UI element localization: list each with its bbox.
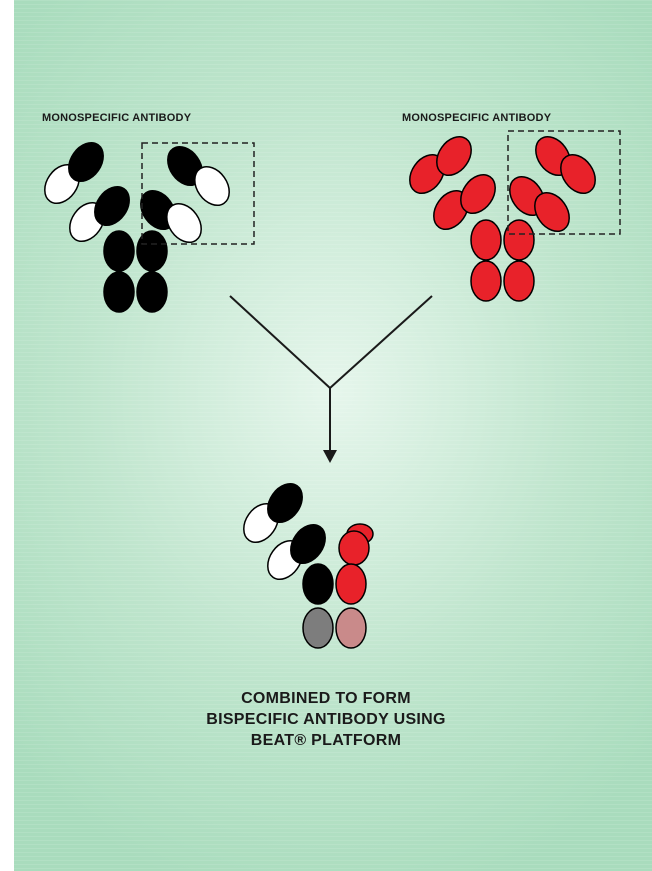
bispecific-fc-grey [303,608,333,648]
bispecific-fc-pink [336,608,366,648]
caption-line-2: BISPECIFIC ANTIBODY USING [0,709,652,730]
left-antibody [38,136,237,312]
left-antibody-hinge-1 [104,231,134,271]
bispecific-red-domain-2 [339,531,369,565]
bispecific-antibody [237,477,373,648]
bispecific-red-hinge [336,564,366,604]
right-antibody-fc-2 [504,261,534,301]
left-antibody-fc-2 [137,272,167,312]
caption-line-3: BEAT® PLATFORM [0,730,652,751]
bispecific-caption: COMBINED TO FORM BISPECIFIC ANTIBODY USI… [0,688,652,751]
right-antibody [403,130,603,301]
merge-arrow [230,296,432,452]
caption-line-1: COMBINED TO FORM [0,688,652,709]
arrow-head-icon [323,450,337,463]
bispecific-heavy-hinge [303,564,333,604]
right-antibody-fc-1 [471,261,501,301]
right-antibody-hinge-1 [471,220,501,260]
left-antibody-fc-1 [104,272,134,312]
